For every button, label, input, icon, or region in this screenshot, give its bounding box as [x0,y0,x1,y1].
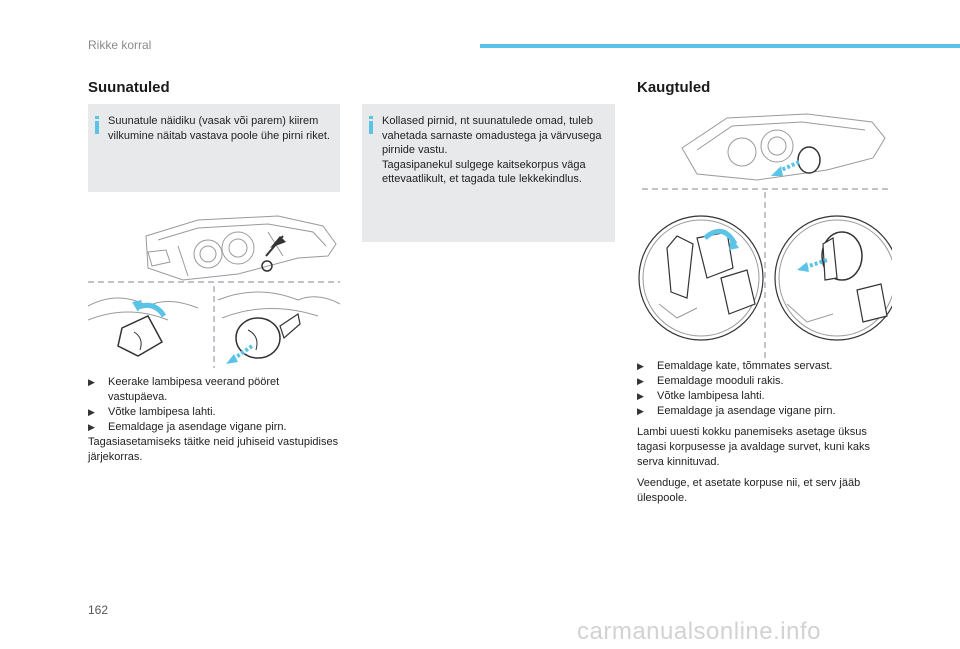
turn-signal-illustration [88,215,340,368]
step-item: ▶Eemaldage ja asendage vigane pirn. [637,405,836,417]
page-number: 162 [88,603,109,617]
arrow-right-icon: ▶ [88,422,95,432]
step-item: ▶Eemaldage ja asendage vigane pirn. [88,421,287,433]
info-text: Tagasipanekul sulgege kaitsekorpus väga … [382,158,586,186]
arrow-right-icon: ▶ [88,407,95,417]
info-box-yellow-bulbs: Kollased pirnid, nt suunatulede omad, tu… [362,104,615,242]
section-header: Rikke korral [88,38,152,52]
info-icon [95,116,99,134]
suunatuled-title: Suunatuled [88,79,170,96]
info-text: Suunatule näidiku (vasak või parem) kiir… [108,115,330,142]
info-icon [369,116,373,134]
arrow-right-icon: ▶ [637,376,644,386]
step-item: ▶Eemaldage kate, tõmmates servast. [637,360,833,372]
arrow-right-icon: ▶ [637,406,644,416]
orientation-paragraph: Veenduge, et asetate korpuse nii, et ser… [637,477,861,504]
step-item: ▶Võtke lambipesa lahti. [88,406,216,418]
suunatuled-steps: ▶Keerake lambipesa veerand pööret vastup… [88,375,340,465]
reverse-order-note: Tagasiasetamiseks täitke neid juhiseid v… [88,436,339,463]
info-text: Kollased pirnid, nt suunatulede omad, tu… [382,115,602,156]
kaugtuled-steps: ▶Eemaldage kate, tõmmates servast. ▶Eema… [637,359,892,512]
step-item: ▶Keerake lambipesa veerand pööret vastup… [88,376,280,403]
header-accent-bar [480,44,960,48]
arrow-right-icon: ▶ [637,391,644,401]
reassembly-paragraph: Lambi uuesti kokku panemiseks asetage ük… [637,426,870,468]
arrow-right-icon: ▶ [88,377,95,387]
arrow-right-icon: ▶ [637,361,644,371]
watermark: carmanualsonline.info [577,618,821,645]
info-box-suunatuled: Suunatule näidiku (vasak või parem) kiir… [88,104,340,192]
kaugtuled-title: Kaugtuled [637,79,711,96]
step-item: ▶Eemaldage mooduli rakis. [637,375,784,387]
step-item: ▶Võtke lambipesa lahti. [637,390,765,402]
high-beam-illustration [638,113,892,358]
